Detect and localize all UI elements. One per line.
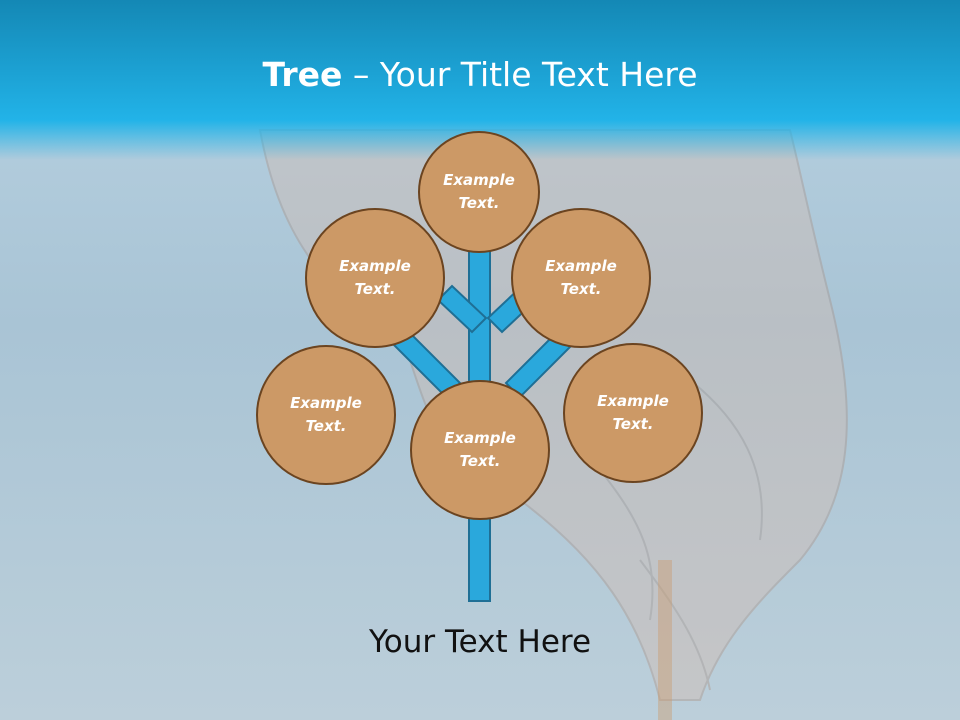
node-label: Example Text. bbox=[444, 429, 516, 470]
tree-node-center: Example Text. bbox=[410, 380, 550, 520]
node-label: Example Text. bbox=[545, 257, 617, 298]
slide-title: Tree – Your Title Text Here bbox=[0, 52, 960, 98]
branch-upper-left bbox=[436, 284, 488, 334]
node-label: Example Text. bbox=[597, 392, 669, 433]
node-label: Example Text. bbox=[339, 257, 411, 298]
node-label: Example Text. bbox=[290, 394, 362, 435]
tree-node-top: Example Text. bbox=[418, 131, 540, 253]
tree-node-left: Example Text. bbox=[256, 345, 396, 485]
slide-caption: Your Text Here bbox=[368, 624, 592, 660]
title-text: Your Title Text Here bbox=[379, 55, 698, 94]
node-label: Example Text. bbox=[443, 171, 515, 212]
tree-node-right: Example Text. bbox=[563, 343, 703, 483]
title-dash: – bbox=[342, 55, 380, 94]
tree-node-upper-right: Example Text. bbox=[511, 208, 651, 348]
tree-node-upper-left: Example Text. bbox=[305, 208, 445, 348]
title-bold: Tree bbox=[262, 55, 343, 94]
